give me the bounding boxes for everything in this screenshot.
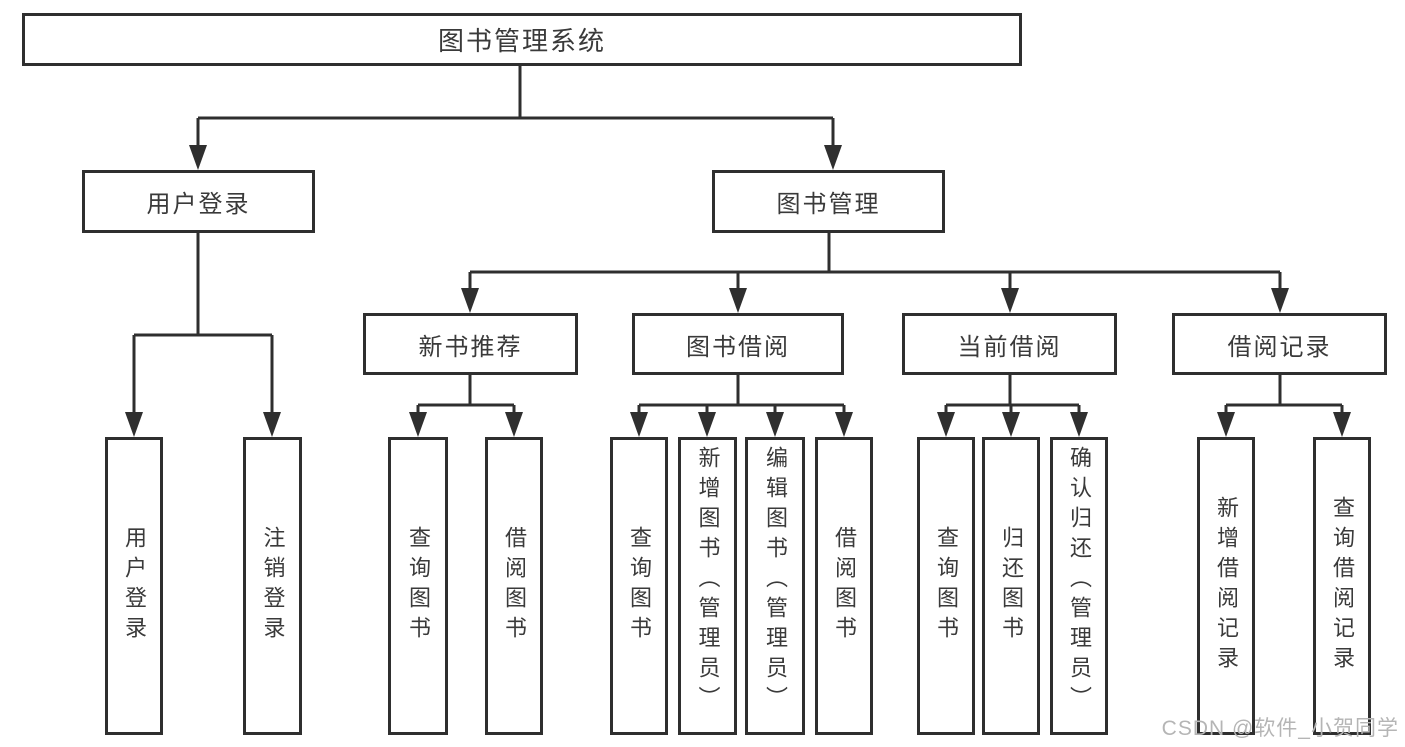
arrowhead-icon (505, 412, 523, 437)
arrowhead-icon (729, 288, 747, 313)
leaf-query-borrow-record: 查询借阅记录 (1313, 437, 1371, 735)
connector-path (196, 64, 835, 151)
arrowhead-icon (630, 412, 648, 437)
node-book-management: 图书管理 (712, 170, 945, 233)
arrowhead-icon (409, 412, 427, 437)
node-borrowing-records: 借阅记录 (1172, 313, 1387, 375)
node-root: 图书管理系统 (22, 13, 1022, 66)
arrowhead-icon (125, 412, 143, 437)
leaf-add-borrow-record: 新增借阅记录 (1197, 437, 1255, 735)
arrowhead-icon (1001, 288, 1019, 313)
connector-path (468, 233, 1282, 294)
leaf-query-books-current: 查询图书 (917, 437, 975, 735)
node-user-login: 用户登录 (82, 170, 315, 233)
arrowhead-icon (1333, 412, 1351, 437)
leaf-user-login: 用户登录 (105, 437, 163, 735)
csdn-watermark: CSDN @软件_小贺同学 (1161, 717, 1399, 740)
node-book-borrowing: 图书借阅 (632, 313, 844, 375)
arrowhead-icon (766, 412, 784, 437)
arrowhead-icon (1217, 412, 1235, 437)
leaf-query-books-borrowing: 查询图书 (610, 437, 668, 735)
connector-path (637, 375, 846, 418)
leaf-edit-books-admin: 编辑图书（管理员） (745, 437, 805, 735)
arrowhead-icon (824, 145, 842, 170)
arrowhead-icon (1002, 412, 1020, 437)
arrowhead-icon (937, 412, 955, 437)
connector-path (132, 233, 274, 418)
node-new-book-recommend: 新书推荐 (363, 313, 578, 375)
node-current-borrowing: 当前借阅 (902, 313, 1117, 375)
connector-path (1224, 375, 1344, 418)
leaf-query-books-recommend: 查询图书 (388, 437, 448, 735)
arrowhead-icon (835, 412, 853, 437)
arrowhead-icon (189, 145, 207, 170)
leaf-add-books-admin: 新增图书（管理员） (678, 437, 737, 735)
leaf-confirm-return-admin: 确认归还（管理员） (1050, 437, 1108, 735)
arrowhead-icon (1271, 288, 1289, 313)
connector-path (416, 375, 516, 418)
connector-path (944, 375, 1081, 418)
arrowhead-icon (263, 412, 281, 437)
arrowhead-icon (698, 412, 716, 437)
arrowhead-icon (1070, 412, 1088, 437)
leaf-logout: 注销登录 (243, 437, 302, 735)
leaf-borrow-books: 借阅图书 (815, 437, 873, 735)
arrowhead-icon (461, 288, 479, 313)
leaf-return-books: 归还图书 (982, 437, 1040, 735)
leaf-borrow-books-recommend: 借阅图书 (485, 437, 543, 735)
